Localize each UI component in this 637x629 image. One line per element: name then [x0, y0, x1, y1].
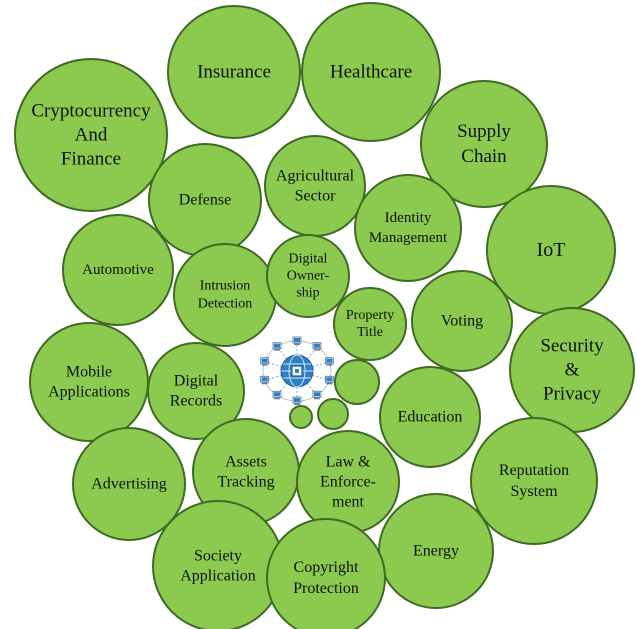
bubble-advertising: Advertising — [72, 427, 186, 541]
bubble-label-line: Insurance — [197, 62, 271, 83]
bubble-circle — [470, 417, 598, 545]
bubble-label-line: Records — [170, 393, 222, 410]
bubble-label-line: Automotive — [82, 262, 154, 278]
bubble-label-line: Reputation — [499, 462, 569, 479]
bubble-circle — [152, 500, 284, 629]
blockchain-network-icon — [260, 336, 334, 405]
bubble-label-line: Detection — [198, 297, 252, 312]
bubble-label-line: Finance — [61, 149, 121, 170]
bubble-label-line: & — [565, 360, 580, 381]
bubble-circle — [334, 359, 380, 405]
bubble-circle — [289, 405, 313, 429]
bubble-automotive: Automotive — [62, 214, 174, 326]
bubble-label-line: Chain — [461, 146, 507, 167]
bubble-law-and-enforcement: Law & Enforce-ment — [296, 430, 400, 534]
bubble-label-line: System — [510, 483, 558, 500]
bubble-label-line: Law & — [326, 454, 371, 471]
bubble-label-line: Assets — [225, 454, 267, 471]
bubble-label-line: Energy — [413, 543, 459, 560]
bubble-circle — [29, 322, 149, 442]
bubble-label-line: Tracking — [217, 474, 274, 491]
bubble-energy: Energy — [378, 493, 494, 609]
bubble-healthcare: Healthcare — [301, 2, 441, 142]
bubble-label-line: Defense — [179, 192, 231, 209]
bubble-label-line: Application — [180, 568, 256, 585]
bubble-security-and-privacy: Security & Privacy — [509, 307, 635, 433]
bubble-label-line: Title — [357, 325, 383, 340]
bubble-label-line: Privacy — [543, 384, 602, 405]
bubble-label-line: Security — [540, 336, 604, 357]
bubble-empty-small-1 — [334, 359, 380, 405]
bubble-label-line: Agricultural — [276, 168, 355, 185]
bubble-circle — [167, 5, 301, 139]
bubble-label-line: IoT — [537, 239, 566, 261]
bubble-label-line: Education — [398, 409, 463, 426]
bubble-label-line: Supply — [457, 121, 511, 142]
bubble-label-line: Identity — [385, 210, 432, 226]
bubble-circle — [301, 2, 441, 142]
bubble-circle — [354, 174, 462, 282]
bubble-label-line: Mobile — [66, 364, 112, 381]
bubble-label-line: And — [75, 125, 108, 146]
bubble-label-line: Healthcare — [330, 62, 412, 83]
bubble-circle — [317, 398, 349, 430]
bubble-circle — [147, 342, 245, 440]
bubble-defense: Defense — [148, 143, 262, 257]
bubble-circle — [62, 214, 174, 326]
bubble-label-line: Sector — [295, 188, 337, 205]
bubble-circle — [173, 243, 277, 347]
bubble-circle — [379, 366, 481, 468]
bubble-label-line: Society — [194, 548, 242, 565]
bubble-label-line: Intrusion — [200, 279, 251, 294]
bubble-label-line: Copyright — [294, 559, 359, 576]
bubble-label-line: Digital — [289, 252, 328, 267]
bubble-voting: Voting — [411, 270, 513, 372]
bubble-empty-small-3 — [289, 405, 313, 429]
bubble-circle — [264, 135, 366, 237]
bubble-label-line: Voting — [441, 313, 483, 330]
bubble-empty-small-2 — [317, 398, 349, 430]
bubble-label-line: Management — [369, 230, 448, 246]
bubble-label-line: ship — [296, 286, 319, 301]
bubble-iot: IoT — [486, 185, 616, 315]
bubble-circle — [420, 80, 548, 208]
bubble-circle — [72, 427, 186, 541]
bubble-circle — [266, 234, 350, 318]
bubble-insurance: Insurance — [167, 5, 301, 139]
bubble-circle — [333, 287, 407, 361]
bubble-label-line: Protection — [293, 580, 359, 597]
bubble-label-line: Property — [346, 308, 394, 323]
bubble-label-line: Applications — [48, 384, 130, 401]
bubble-circle — [266, 518, 386, 629]
bubble-education: Education — [379, 366, 481, 468]
bubble-label-line: ment — [332, 494, 365, 511]
bubble-label-line: Owner- — [287, 269, 330, 284]
bubble-circle — [411, 270, 513, 372]
bubble-label-line: Cryptocurrency — [31, 101, 151, 122]
bubble-label-line: Enforce- — [320, 474, 376, 491]
bubble-label-line: Advertising — [91, 476, 167, 493]
bubble-label-line: Digital — [174, 373, 219, 390]
bubble-circle — [14, 58, 168, 212]
